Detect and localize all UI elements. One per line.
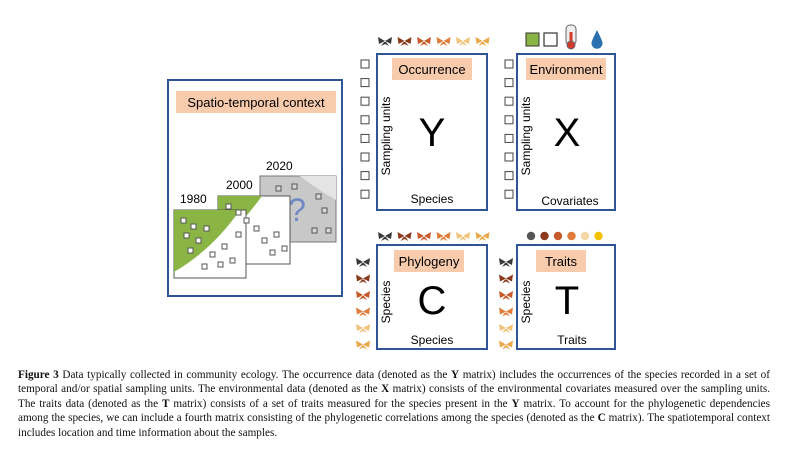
trait-dot [594, 231, 603, 241]
caption-segment: T [162, 397, 170, 410]
water-drop-icon [591, 30, 603, 49]
phylogeny-panel: Phylogeny C Species Species [376, 244, 488, 350]
caption-segment: matrix). The spatiotemporal context incl… [18, 412, 770, 439]
phylogeny-row-label: Species [379, 281, 393, 324]
sampling-unit-square [360, 59, 370, 69]
environment-icons [525, 24, 603, 50]
trait-dot [567, 231, 576, 241]
moth-icon [499, 274, 513, 284]
sampling-unit-square [504, 171, 514, 181]
sampling-unit-square [360, 171, 370, 181]
moth-icon [456, 232, 470, 241]
moth-icon [397, 232, 412, 241]
moth-icon [356, 340, 370, 350]
moth-icon [475, 37, 490, 46]
traits-col-label: Traits [557, 333, 587, 347]
spatio-temporal-panel: Spatio-temporal context ? 2020 2000 1980 [167, 79, 343, 297]
environment-row-label: Sampling units [519, 97, 533, 176]
sampling-unit-square [504, 189, 514, 199]
white-square-icon [543, 32, 558, 47]
sampling-unit-square [360, 152, 370, 162]
matrix-c-letter: C [418, 279, 447, 323]
traits-title: Traits [545, 254, 578, 269]
moth-icon [356, 307, 370, 317]
site-markers [180, 183, 332, 270]
occurrence-row-label: Sampling units [379, 97, 393, 176]
moth-icon [356, 274, 370, 284]
trait-dot [540, 231, 549, 241]
caption-segment: Y [450, 369, 460, 381]
traits-title-bg [536, 250, 586, 272]
moth-icon [356, 258, 370, 267]
moth-icon [475, 232, 490, 241]
moth-icon [378, 232, 392, 241]
sampling-unit-square [504, 96, 514, 106]
sampling-unit-square [360, 78, 370, 88]
sampling-unit-square [504, 59, 514, 69]
occurrence-panel: Occurrence Y Species Sampling units [376, 53, 488, 211]
occurrence-title: Occurrence [398, 62, 465, 77]
trait-dot [553, 231, 563, 241]
caption-segment: matrix) consists of the environmental co… [18, 383, 770, 410]
unknown-mark: ? [288, 192, 306, 228]
occurrence-col-label: Species [411, 192, 454, 206]
matrix-x-letter: X [554, 111, 581, 155]
sampling-unit-square [360, 115, 370, 125]
matrix-t-letter: T [555, 279, 579, 323]
moth-icon [436, 232, 451, 241]
community-ecology-diagram: Spatio-temporal context ? 2020 2000 1980 [167, 24, 616, 350]
moth-icon [378, 37, 392, 46]
generated-icons [356, 37, 603, 350]
traits-row-label: Species [519, 281, 533, 324]
figure-caption: Figure 3 Data typically collected in com… [18, 368, 770, 440]
phylogeny-title: Phylogeny [399, 254, 460, 269]
sampling-unit-square [504, 115, 514, 125]
sampling-unit-square [504, 152, 514, 162]
caption-segment: matrix) includes the occurrences of the … [18, 369, 770, 396]
moth-icon [499, 307, 513, 317]
phylogeny-title-bg [394, 250, 464, 272]
moth-icon [417, 37, 431, 46]
thermometer-icon [565, 24, 577, 50]
sampling-unit-square [504, 78, 514, 88]
green-square-icon [525, 32, 540, 47]
moth-icon [499, 340, 513, 350]
year-2020: 2020 [266, 159, 293, 173]
sampling-unit-square [504, 133, 514, 143]
year-2000: 2000 [226, 178, 253, 192]
moth-icon [499, 258, 513, 267]
moth-icon [499, 324, 513, 333]
caption-lead: Figure 3 [18, 369, 59, 381]
phylogeny-col-label: Species [411, 333, 454, 347]
environment-title: Environment [530, 62, 603, 77]
moth-icon [356, 324, 370, 333]
environment-panel: Environment X Covariates Sampling units [516, 53, 616, 211]
sampling-unit-square [360, 133, 370, 143]
moth-icon [456, 37, 470, 46]
sampling-unit-square [360, 96, 370, 106]
context-title: Spatio-temporal context [187, 95, 325, 110]
caption-segment: X [381, 383, 390, 396]
sampling-unit-square [360, 189, 370, 199]
traits-panel: Traits T Traits Species [516, 244, 616, 350]
environment-col-label: Covariates [541, 194, 598, 208]
moth-icon [356, 291, 370, 300]
moth-icon [499, 291, 513, 300]
caption-segment: Y [511, 397, 520, 410]
matrix-y-letter: Y [419, 111, 446, 155]
trait-dot [580, 231, 590, 241]
context-title-bg [176, 91, 336, 113]
occurrence-title-bg [392, 58, 472, 80]
environment-title-bg [526, 58, 606, 80]
moth-icon [417, 232, 431, 241]
moth-icon [436, 37, 451, 46]
year-1980: 1980 [180, 192, 207, 206]
moth-icon [397, 37, 412, 46]
trait-dot [526, 231, 536, 241]
caption-segment: C [597, 412, 606, 425]
caption-segment: matrix) consists of a set of traits meas… [169, 397, 512, 410]
caption-segment: matrix. To account for the phylogenetic … [18, 397, 770, 425]
caption-segment: Data typically collected in community ec… [58, 369, 451, 381]
